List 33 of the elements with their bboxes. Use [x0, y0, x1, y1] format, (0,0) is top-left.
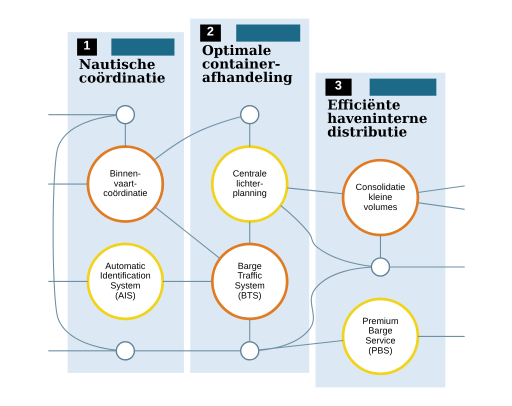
connector — [48, 184, 88, 185]
node-circle — [370, 257, 390, 277]
node-circle — [240, 341, 259, 361]
connector — [286, 187, 342, 194]
connector — [248, 124, 250, 147]
connector — [248, 222, 250, 244]
node-circle: Premium Barge Service (PBS) — [341, 298, 419, 376]
connector — [417, 185, 464, 194]
node-circle: Automatic Identification System (AIS) — [86, 242, 164, 320]
connector — [417, 202, 464, 210]
connector — [48, 350, 116, 352]
connector — [258, 340, 343, 350]
node-circle: Barge Traffic System (BTS) — [210, 242, 288, 320]
connector — [134, 350, 240, 352]
node-circle: Centrale lichter- planning — [210, 145, 288, 223]
node-circle — [240, 104, 259, 124]
connector — [280, 205, 371, 267]
connector — [389, 266, 464, 268]
node-circle — [115, 341, 135, 361]
connector — [52, 114, 116, 351]
connector — [258, 266, 371, 351]
node-circle — [115, 104, 135, 124]
connector — [248, 319, 250, 342]
connector — [48, 114, 116, 116]
connector — [162, 280, 212, 282]
connector — [379, 235, 380, 258]
connector — [124, 124, 126, 147]
connector — [154, 206, 220, 259]
node-circle: Consolidatie kleine volumes — [341, 158, 419, 236]
connector — [153, 116, 240, 160]
connector — [417, 336, 464, 337]
node-circle: Binnen- vaart- coördinatie — [86, 145, 164, 223]
connector — [48, 280, 88, 282]
